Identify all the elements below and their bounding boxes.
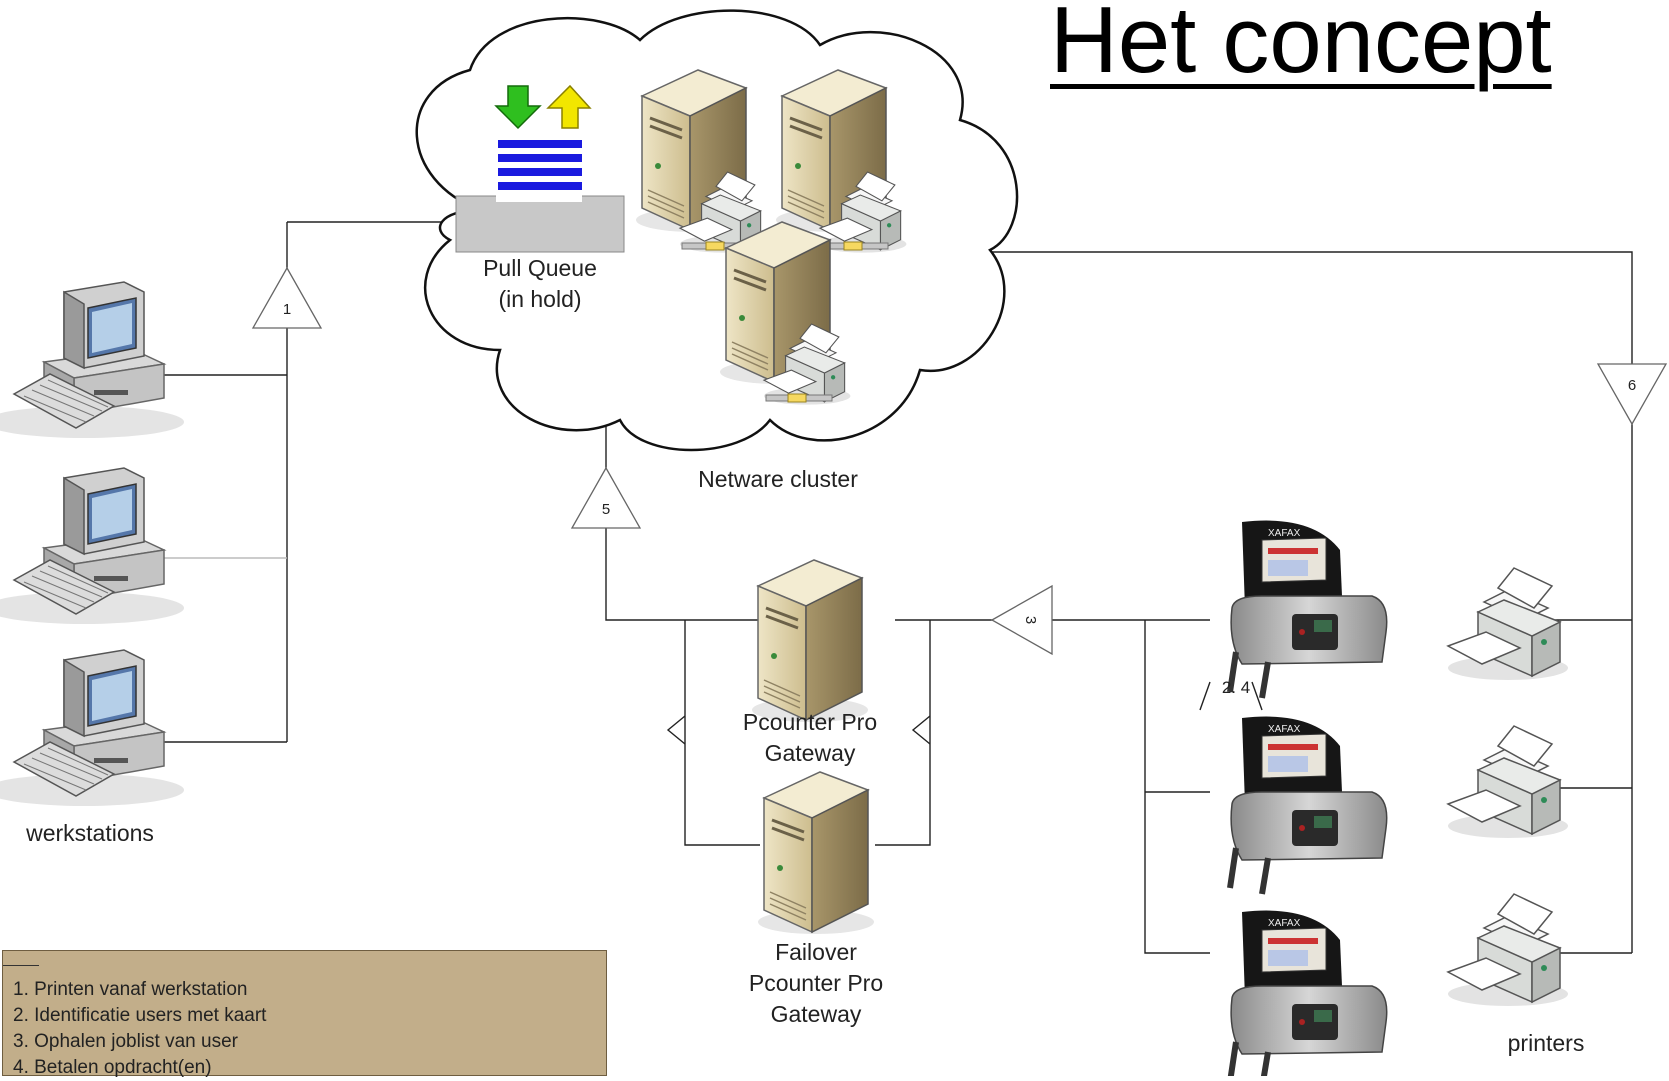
step-marker-6: 6 — [1596, 363, 1668, 426]
pull-queue-label: Pull Queue (in hold) — [456, 253, 624, 315]
cluster-server-3 — [718, 220, 851, 406]
svg-text:6: 6 — [1628, 377, 1636, 394]
legend-item: 4. Betalen opdracht(en) — [13, 1057, 212, 1078]
step-marker-3: 3 — [990, 584, 1053, 656]
printer-icon — [1447, 567, 1569, 681]
card-terminal-icon — [1230, 911, 1387, 1076]
gateway-label-line2: Gateway — [764, 740, 856, 766]
page-title: Het concept — [1050, 0, 1552, 92]
legend-item: 1. Printen vanaf werkstation — [13, 979, 248, 1000]
legend-box: 1. Printen vanaf werkstation 2. Identifi… — [2, 950, 607, 1078]
legend-tick — [3, 965, 39, 966]
workstations-label: werkstations — [26, 820, 154, 846]
svg-text:1: 1 — [283, 301, 291, 318]
printer-icon — [1447, 893, 1569, 1007]
failover-label: Failover Pcounter Pro Gateway — [726, 937, 906, 1030]
gateway-label-line1: Pcounter Pro — [742, 709, 878, 735]
legend-item: 2. Identificatie users met kaart — [13, 1005, 267, 1026]
failover-label-line2: Pcounter Pro — [748, 970, 884, 996]
pull-queue-label-line2: (in hold) — [498, 286, 582, 312]
legend-item: 3. Ophalen joblist van user — [13, 1031, 238, 1052]
failover-label-line1: Failover — [775, 939, 857, 965]
step-marker-1: 1 — [252, 267, 322, 329]
card-terminal-icon — [1230, 521, 1387, 698]
printer-icon — [1447, 725, 1569, 839]
svg-text:3: 3 — [1022, 616, 1039, 624]
step-marker-5: 5 — [571, 467, 641, 529]
pull-queue-icon — [455, 140, 625, 253]
connection-lines — [158, 221, 1633, 954]
failover-label-line3: Gateway — [770, 1001, 862, 1027]
terminal-steps-label: 2. 4 — [1221, 678, 1251, 697]
card-terminal-icon — [1230, 717, 1387, 894]
svg-text:5: 5 — [602, 501, 610, 518]
workstation-icon — [0, 281, 185, 439]
cluster-label: Netware cluster — [698, 466, 858, 492]
gateway-label: Pcounter Pro Gateway — [720, 707, 900, 769]
arrow-up-icon — [546, 84, 592, 129]
arrow-down-icon — [494, 85, 542, 130]
pull-queue-label-line1: Pull Queue — [483, 255, 597, 281]
workstation-icon — [0, 649, 185, 807]
gateway-server-icon — [750, 558, 870, 724]
failover-server-icon — [756, 770, 876, 936]
workstation-icon — [0, 467, 185, 625]
legend-list: 1. Printen vanaf werkstation 2. Identifi… — [13, 977, 266, 1081]
printers-label: printers — [1507, 1030, 1585, 1056]
